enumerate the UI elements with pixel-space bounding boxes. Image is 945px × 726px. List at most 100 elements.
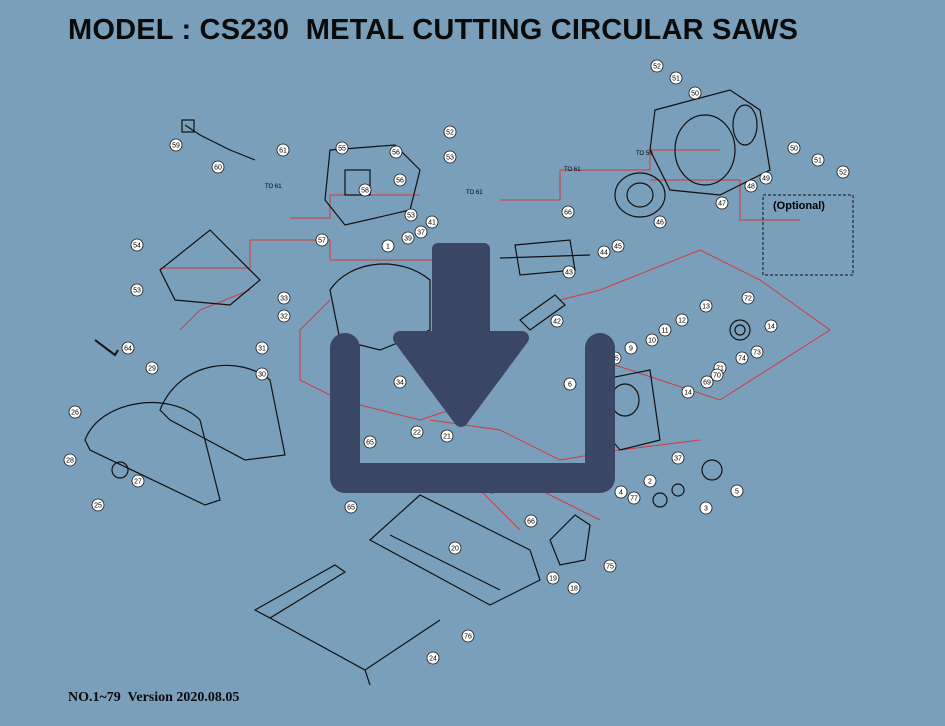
part-number: 44 (600, 249, 608, 256)
part-number: 43 (565, 269, 573, 276)
optional-box (762, 194, 854, 276)
part-number: 20 (451, 545, 459, 552)
part-callout: 32 (277, 309, 291, 323)
callout-bubble (624, 341, 638, 355)
callout-bubble (121, 341, 135, 355)
callout-bubble (255, 367, 269, 381)
callout-bubble (836, 165, 850, 179)
part-callout: 34 (393, 375, 407, 389)
callout-bubble (389, 145, 403, 159)
callout-bubble (335, 141, 349, 155)
part-callout: 41 (425, 215, 439, 229)
part-callout: 69 (700, 375, 714, 389)
part-number: 54 (133, 242, 141, 249)
callout-bubble (645, 333, 659, 347)
callout-bubble (546, 571, 560, 585)
part-number: 37 (674, 455, 682, 462)
callout-bubble (130, 283, 144, 297)
part-number: 11 (661, 327, 668, 334)
part-callout: 45 (611, 239, 625, 253)
part-callout: 47 (715, 196, 729, 210)
leader-lines (160, 149, 831, 531)
part-callout: 46 (653, 215, 667, 229)
callout-bubble (344, 500, 358, 514)
part-callout: 25 (91, 498, 105, 512)
part-number: 32 (280, 313, 288, 320)
part-callout: 70 (710, 368, 724, 382)
callout-bubble (255, 341, 269, 355)
callout-bubble (700, 375, 714, 389)
callout-bubble (744, 179, 758, 193)
part-number: 30 (258, 371, 266, 378)
part-callout: 13 (699, 299, 713, 313)
part-callout: 22 (410, 425, 424, 439)
part-number: 75 (606, 563, 614, 570)
callout-bubble (401, 231, 415, 245)
part-callout: 61 (276, 143, 290, 157)
callout-bubble (68, 405, 82, 419)
callout-bubble (63, 453, 77, 467)
part-number: 36 (334, 401, 342, 408)
callout-bubble (787, 141, 801, 155)
part-number: 31 (258, 345, 266, 352)
part-callout: 44 (597, 245, 611, 259)
part-number: 1 (386, 243, 390, 250)
rip-fence (253, 564, 441, 686)
part-number: 19 (549, 575, 557, 582)
part-number: 58 (361, 187, 369, 194)
part-number: 49 (762, 175, 770, 182)
part-number: 61 (279, 147, 287, 154)
callout-bubble (358, 183, 372, 197)
part-number: 26 (71, 409, 79, 416)
callout-bubble (730, 484, 744, 498)
part-number: 17 (488, 484, 496, 491)
part-callout: 42 (550, 314, 564, 328)
part-number: 37 (417, 229, 425, 236)
optional-label: (Optional) (773, 200, 825, 212)
part-number: 64 (124, 345, 132, 352)
part-callout: 75 (603, 559, 617, 573)
part-callout: 12 (675, 313, 689, 327)
part-number: 25 (94, 502, 102, 509)
wire-label: TO 61 (564, 167, 581, 173)
part-callout: 59 (169, 138, 183, 152)
callout-bubble (688, 86, 702, 100)
part-callout: 53 (130, 283, 144, 297)
part-callout: 21 (440, 429, 454, 443)
callout-bubble (443, 125, 457, 139)
flange-parts (652, 319, 751, 508)
part-number: 14 (767, 323, 775, 330)
part-callout: 9 (624, 341, 638, 355)
callout-bubble (750, 345, 764, 359)
part-number: 28 (66, 457, 74, 464)
part-callout: 51 (669, 71, 683, 85)
callout-bubble (169, 138, 183, 152)
callout-bubble (735, 351, 749, 365)
callout-bubble (671, 451, 685, 465)
callout-bubble (653, 215, 667, 229)
callout-bubble (597, 245, 611, 259)
part-number: 52 (653, 63, 661, 70)
part-callout: 28 (63, 453, 77, 467)
part-callout: 29 (145, 361, 159, 375)
part-number: 73 (753, 349, 761, 356)
part-callout: 35 (608, 351, 622, 365)
callout-bubble (741, 291, 755, 305)
part-callout: 66 (561, 205, 575, 219)
callout-bubble (699, 501, 713, 515)
part-number: 77 (630, 495, 638, 502)
part-number: 27 (134, 478, 142, 485)
part-callout: 1 (381, 239, 395, 253)
part-number: 13 (702, 303, 710, 310)
motor-housing (649, 89, 771, 196)
part-number: 59 (172, 142, 180, 149)
callout-bubble (627, 491, 641, 505)
part-number: 46 (656, 219, 664, 226)
part-callout: 20 (448, 541, 462, 555)
part-number: 50 (790, 145, 798, 152)
part-callout: 76 (461, 629, 475, 643)
part-callout: 74 (735, 351, 749, 365)
callout-bubble (675, 313, 689, 327)
